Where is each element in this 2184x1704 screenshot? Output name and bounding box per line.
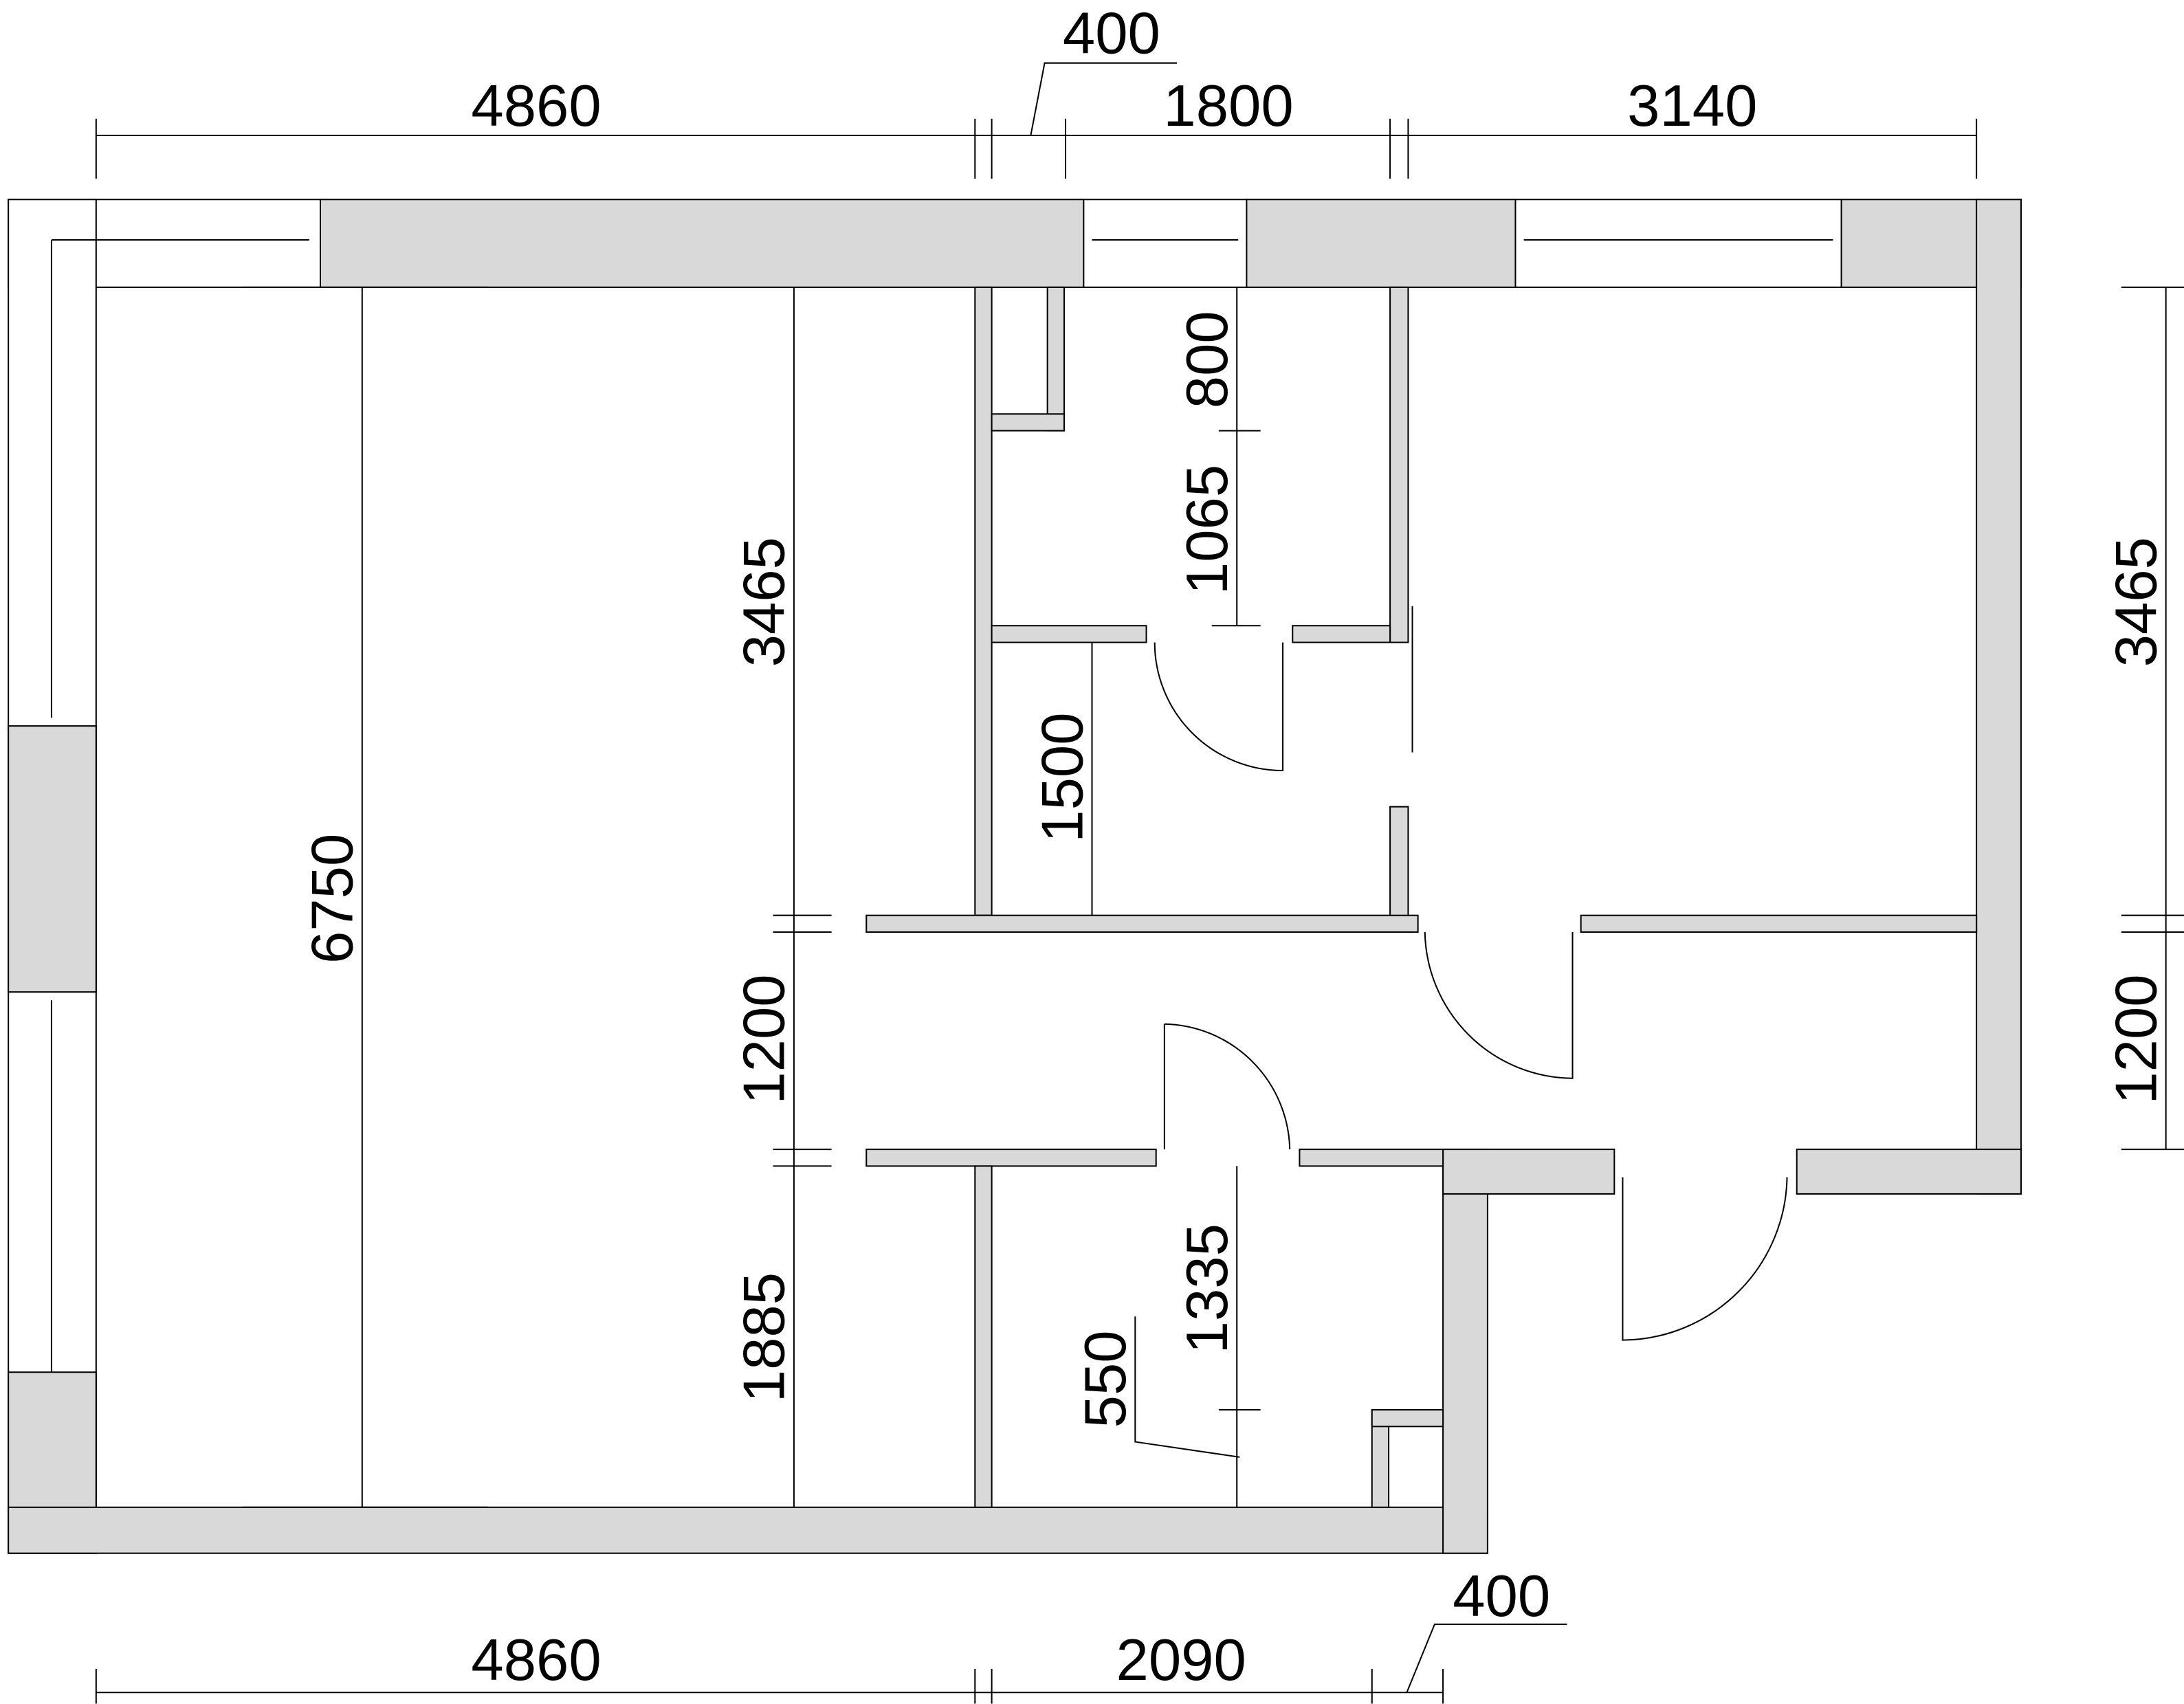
dim-bottom-2090: 2090	[1116, 1628, 1246, 1693]
dim-1065: 1065	[1175, 465, 1240, 595]
dim-1500: 1500	[1030, 712, 1095, 842]
dimension-labels: 4860 400 1800 3140 4860 2090 400 6750 34…	[300, 1, 2170, 1694]
doors	[1154, 642, 1788, 1341]
dim-top-3140: 3140	[1627, 74, 1757, 139]
dim-6750: 6750	[300, 834, 366, 964]
dim-3465-right: 3465	[2104, 537, 2169, 667]
dim-top-400: 400	[1063, 1, 1160, 67]
walls	[8, 199, 2022, 1554]
dim-550: 550	[1073, 1330, 1138, 1428]
dim-1200-left: 1200	[732, 974, 797, 1104]
dim-3465-left: 3465	[732, 537, 797, 667]
dim-bottom-400: 400	[1453, 1564, 1550, 1629]
dim-1885: 1885	[732, 1272, 797, 1402]
dim-bottom-4860: 4860	[471, 1628, 601, 1693]
dim-1200-right: 1200	[2104, 974, 2169, 1104]
dimension-lines	[95, 62, 2184, 1704]
dim-top-1800: 1800	[1163, 74, 1293, 139]
dim-top-4860: 4860	[471, 74, 601, 139]
dim-1335: 1335	[1175, 1224, 1240, 1353]
dim-800: 800	[1175, 311, 1240, 408]
